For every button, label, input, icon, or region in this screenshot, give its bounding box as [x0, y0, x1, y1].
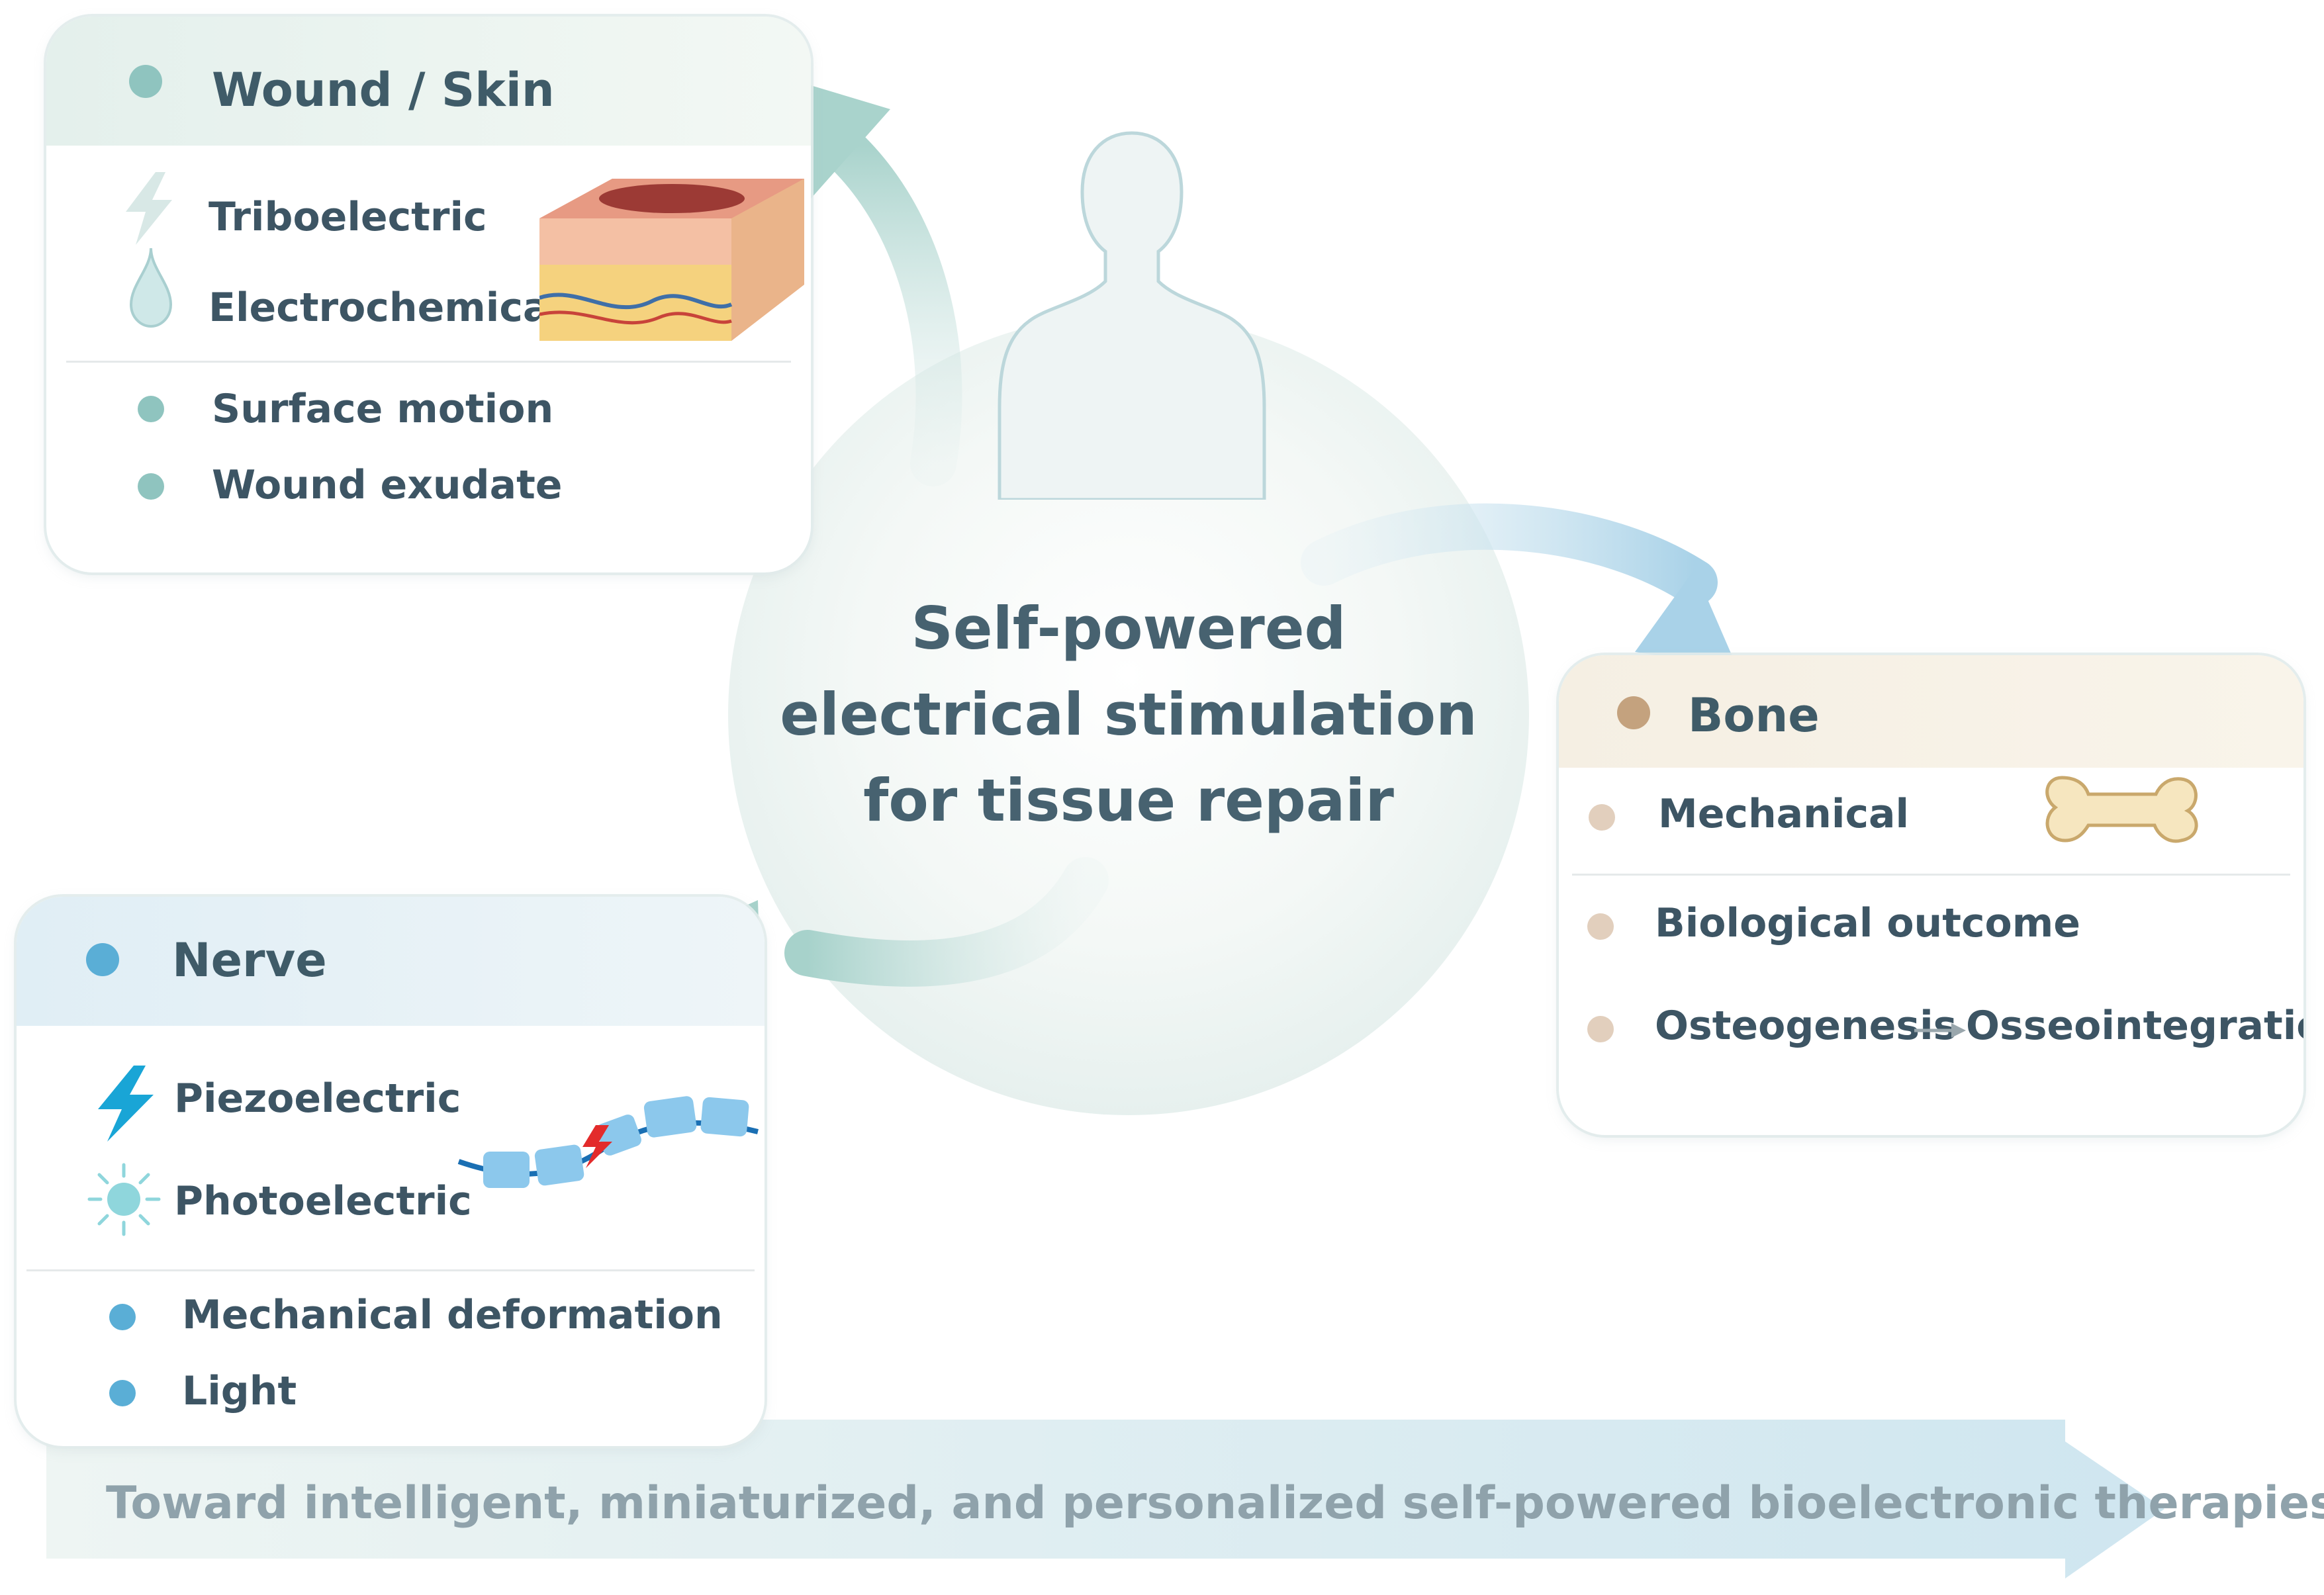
lightning-icon: [126, 172, 172, 245]
wound-trigger-dot-2: [138, 473, 164, 500]
sun-icon: [87, 1163, 161, 1236]
nerve-trigger-dot-1: [109, 1304, 136, 1330]
wound-card-header: [46, 17, 811, 146]
wound-source-triboelectric: Triboelectric: [209, 194, 487, 240]
bone-item-biological-outcome: Biological outcome: [1655, 900, 2080, 946]
nerve-title-dot: [86, 943, 119, 976]
bone-item-dot-3: [1587, 1016, 1614, 1042]
bone-item-mechanical: Mechanical: [1658, 791, 1910, 837]
wound-source-electrochemical: Electrochemical: [209, 285, 563, 331]
footer-text: Toward intelligent, miniaturized, and pe…: [106, 1477, 2324, 1529]
bone-title: Bone: [1688, 688, 1820, 743]
wound-title: Wound / Skin: [212, 63, 555, 117]
nerve-card-header: [17, 897, 765, 1026]
bone-item-dot-1: [1589, 804, 1615, 831]
wound-title-dot: [129, 65, 162, 98]
center-title-line3: for tissue repair: [863, 766, 1394, 835]
center-title: Self-powered electrical stimulation for …: [728, 586, 1529, 844]
bone-item-dot-2: [1587, 913, 1614, 940]
nerve-trigger-mechanical-deformation: Mechanical deformation: [182, 1292, 723, 1338]
nerve-card: Nerve Piezoelectric Photoelectric Mechan…: [17, 897, 765, 1446]
wound-trigger-wound-exudate: Wound exudate: [212, 462, 563, 508]
nerve-source-photoelectric: Photoelectric: [174, 1178, 472, 1224]
piezo-lightning-icon: [98, 1066, 154, 1142]
nerve-source-piezoelectric: Piezoelectric: [174, 1075, 461, 1122]
nerve-title: Nerve: [172, 933, 327, 987]
bone-outcome-osseointegration: Osseointegration: [1966, 1003, 2303, 1049]
bone-card-header: [1559, 655, 2303, 768]
bone-card: Bone Mechanical Biological outcome Osteo…: [1559, 655, 2303, 1135]
outcome-arrow-icon: [1914, 1023, 1966, 1038]
droplet-icon: [129, 248, 173, 328]
nerve-divider: [26, 1269, 755, 1271]
center-title-line1: Self-powered: [911, 594, 1346, 662]
nerve-trigger-light: Light: [182, 1368, 297, 1414]
skin-tissue-icon: [539, 179, 804, 341]
bone-outcome-osteogenesis: Osteogenesis: [1655, 1003, 1957, 1049]
wound-trigger-surface-motion: Surface motion: [212, 386, 554, 432]
center-title-line2: electrical stimulation: [780, 680, 1477, 749]
wound-trigger-dot-1: [138, 396, 164, 422]
human-silhouette-icon: [998, 131, 1266, 500]
wound-divider: [66, 361, 791, 363]
nerve-fiber-icon: [457, 1096, 759, 1188]
bone-divider: [1572, 874, 2290, 876]
bone-title-dot: [1617, 696, 1650, 729]
wound-skin-card: Wound / Skin Triboelectric Electrochemic…: [46, 17, 811, 572]
nerve-trigger-dot-2: [109, 1380, 136, 1406]
bone-icon: [2045, 776, 2198, 843]
